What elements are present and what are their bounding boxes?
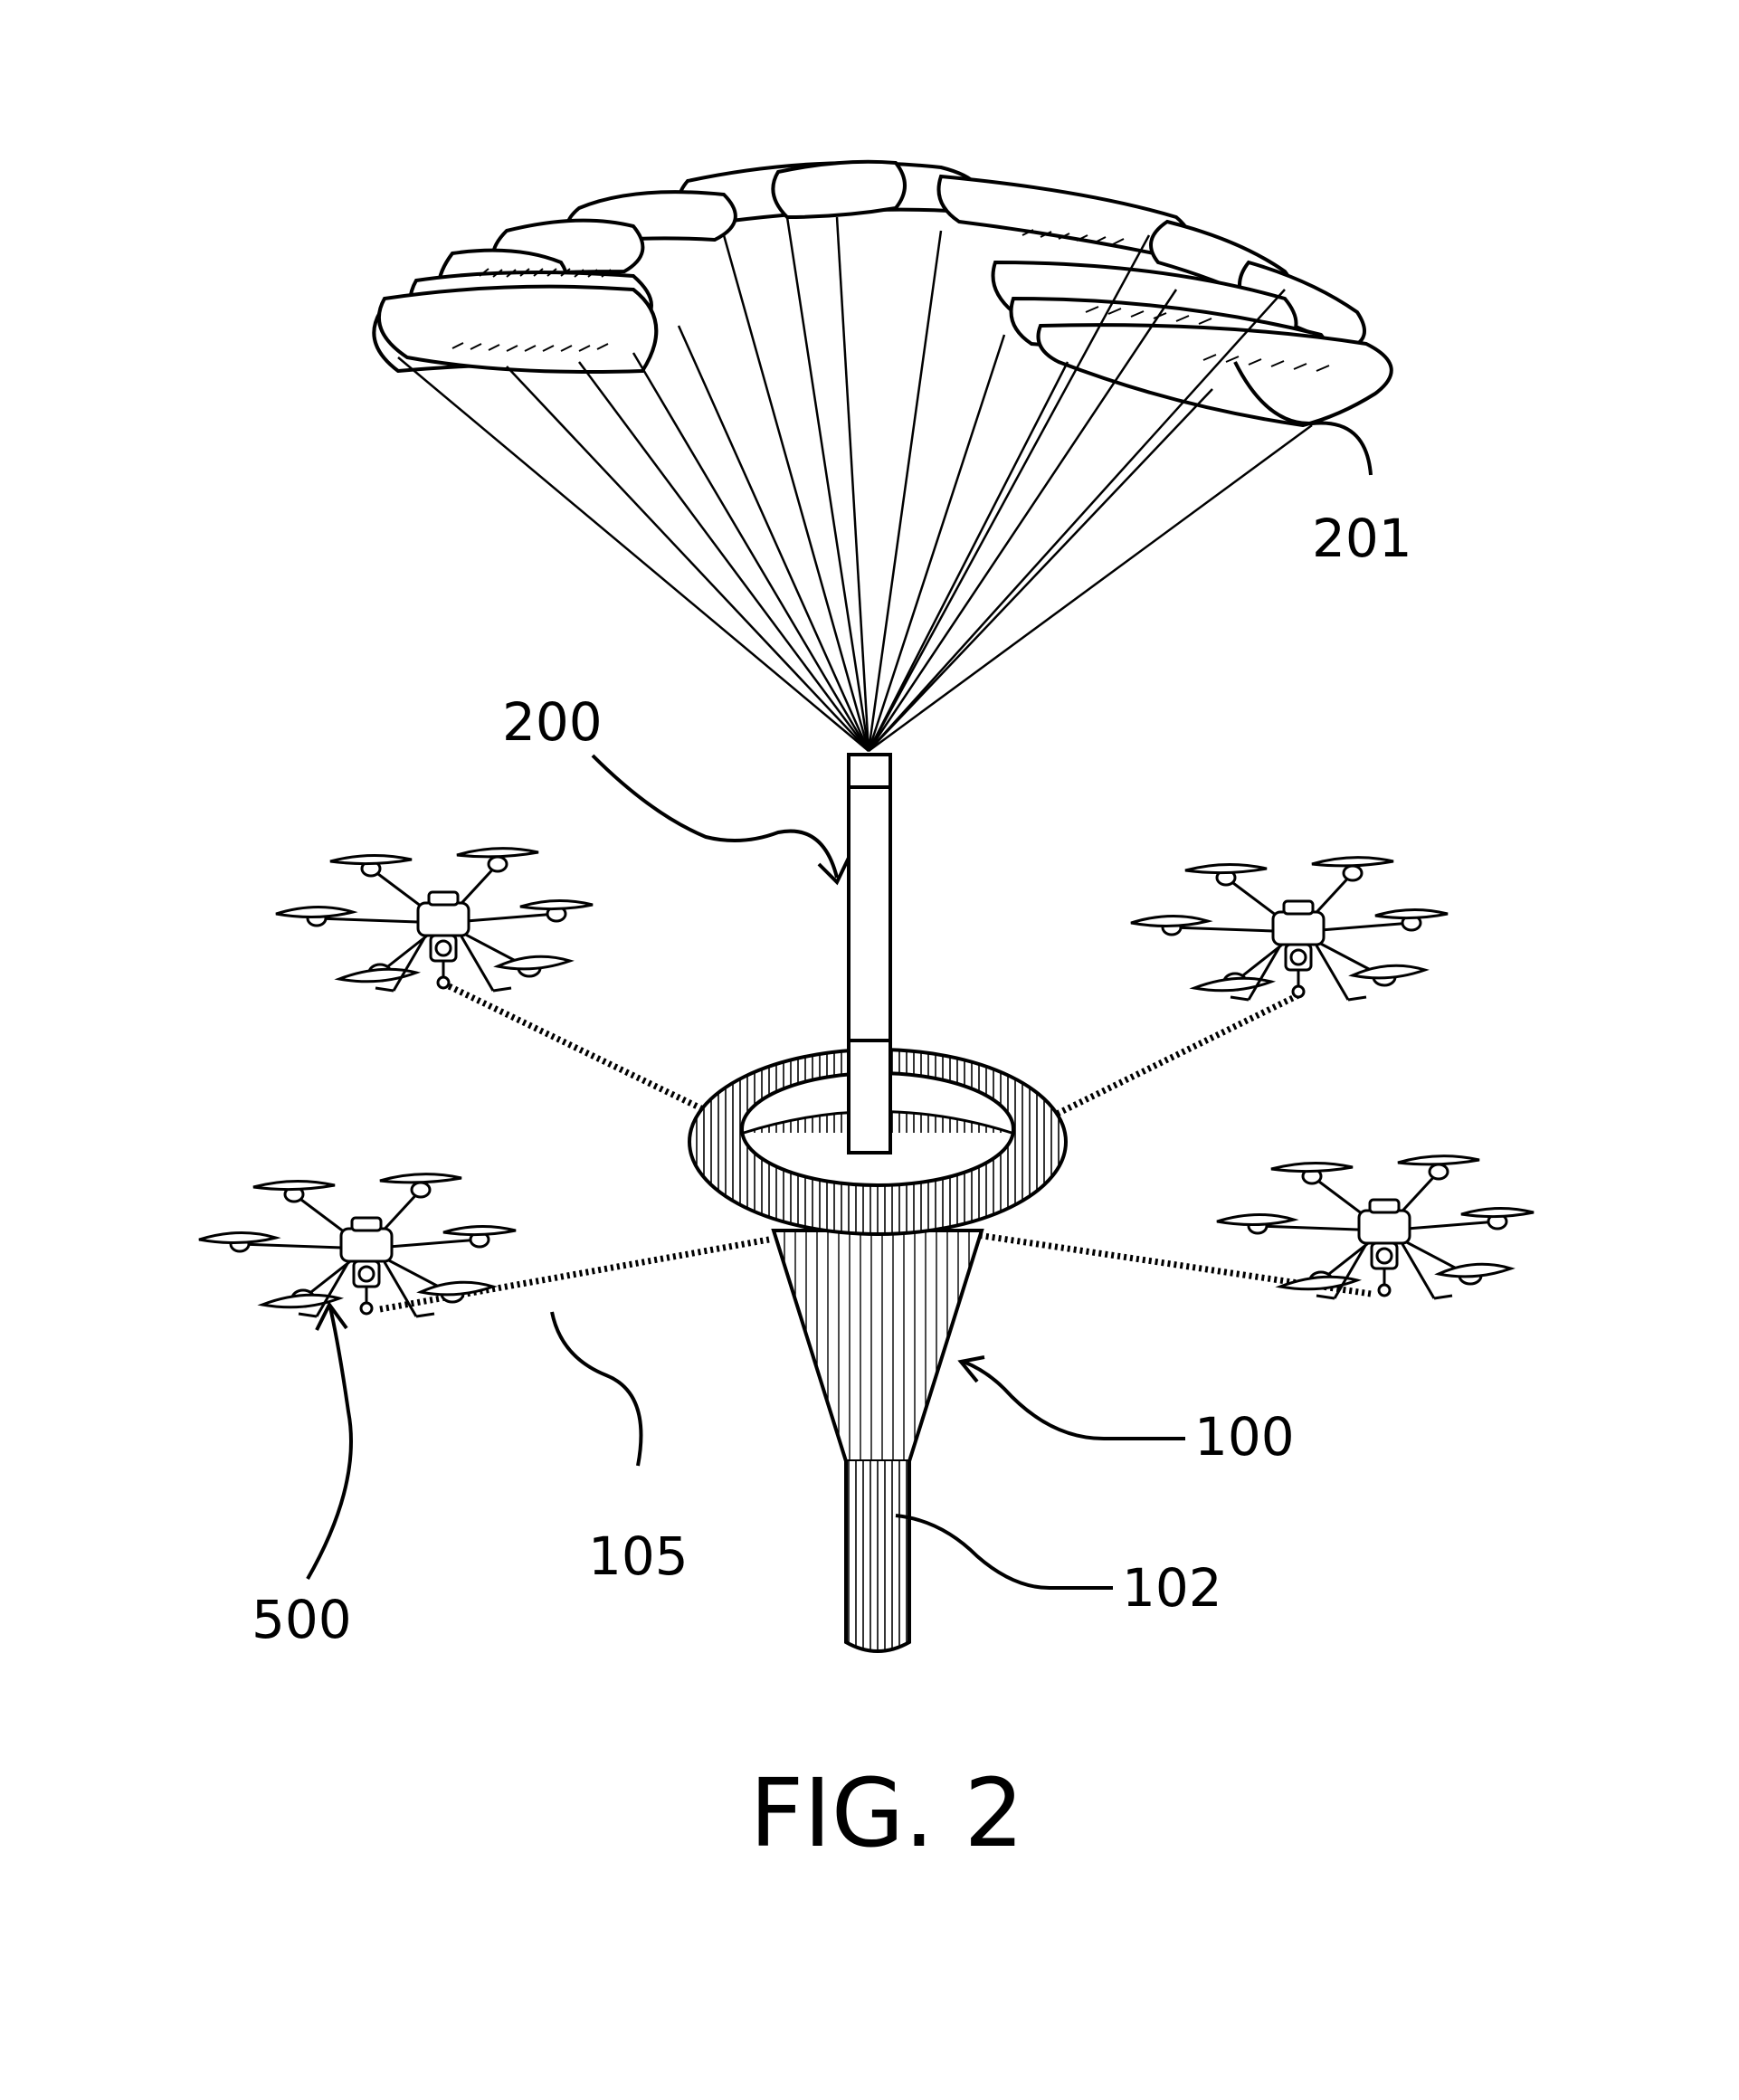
- label-500: 500: [252, 1589, 352, 1650]
- leader-lines: [306, 361, 1373, 1590]
- label-201: 201: [1312, 508, 1412, 569]
- drone-lower-right: [1215, 1155, 1535, 1300]
- tube-lower: [847, 1039, 892, 1155]
- label-102: 102: [1122, 1557, 1222, 1619]
- label-100: 100: [1194, 1406, 1295, 1468]
- label-105: 105: [588, 1525, 689, 1587]
- label-200: 200: [502, 691, 603, 753]
- parachute-canopy: [372, 159, 1393, 428]
- suspension-lines: [397, 216, 1313, 753]
- drone-upper-right: [1129, 856, 1449, 1002]
- figure-title: FIG. 2: [749, 1758, 1023, 1868]
- drone-upper-left: [274, 847, 594, 993]
